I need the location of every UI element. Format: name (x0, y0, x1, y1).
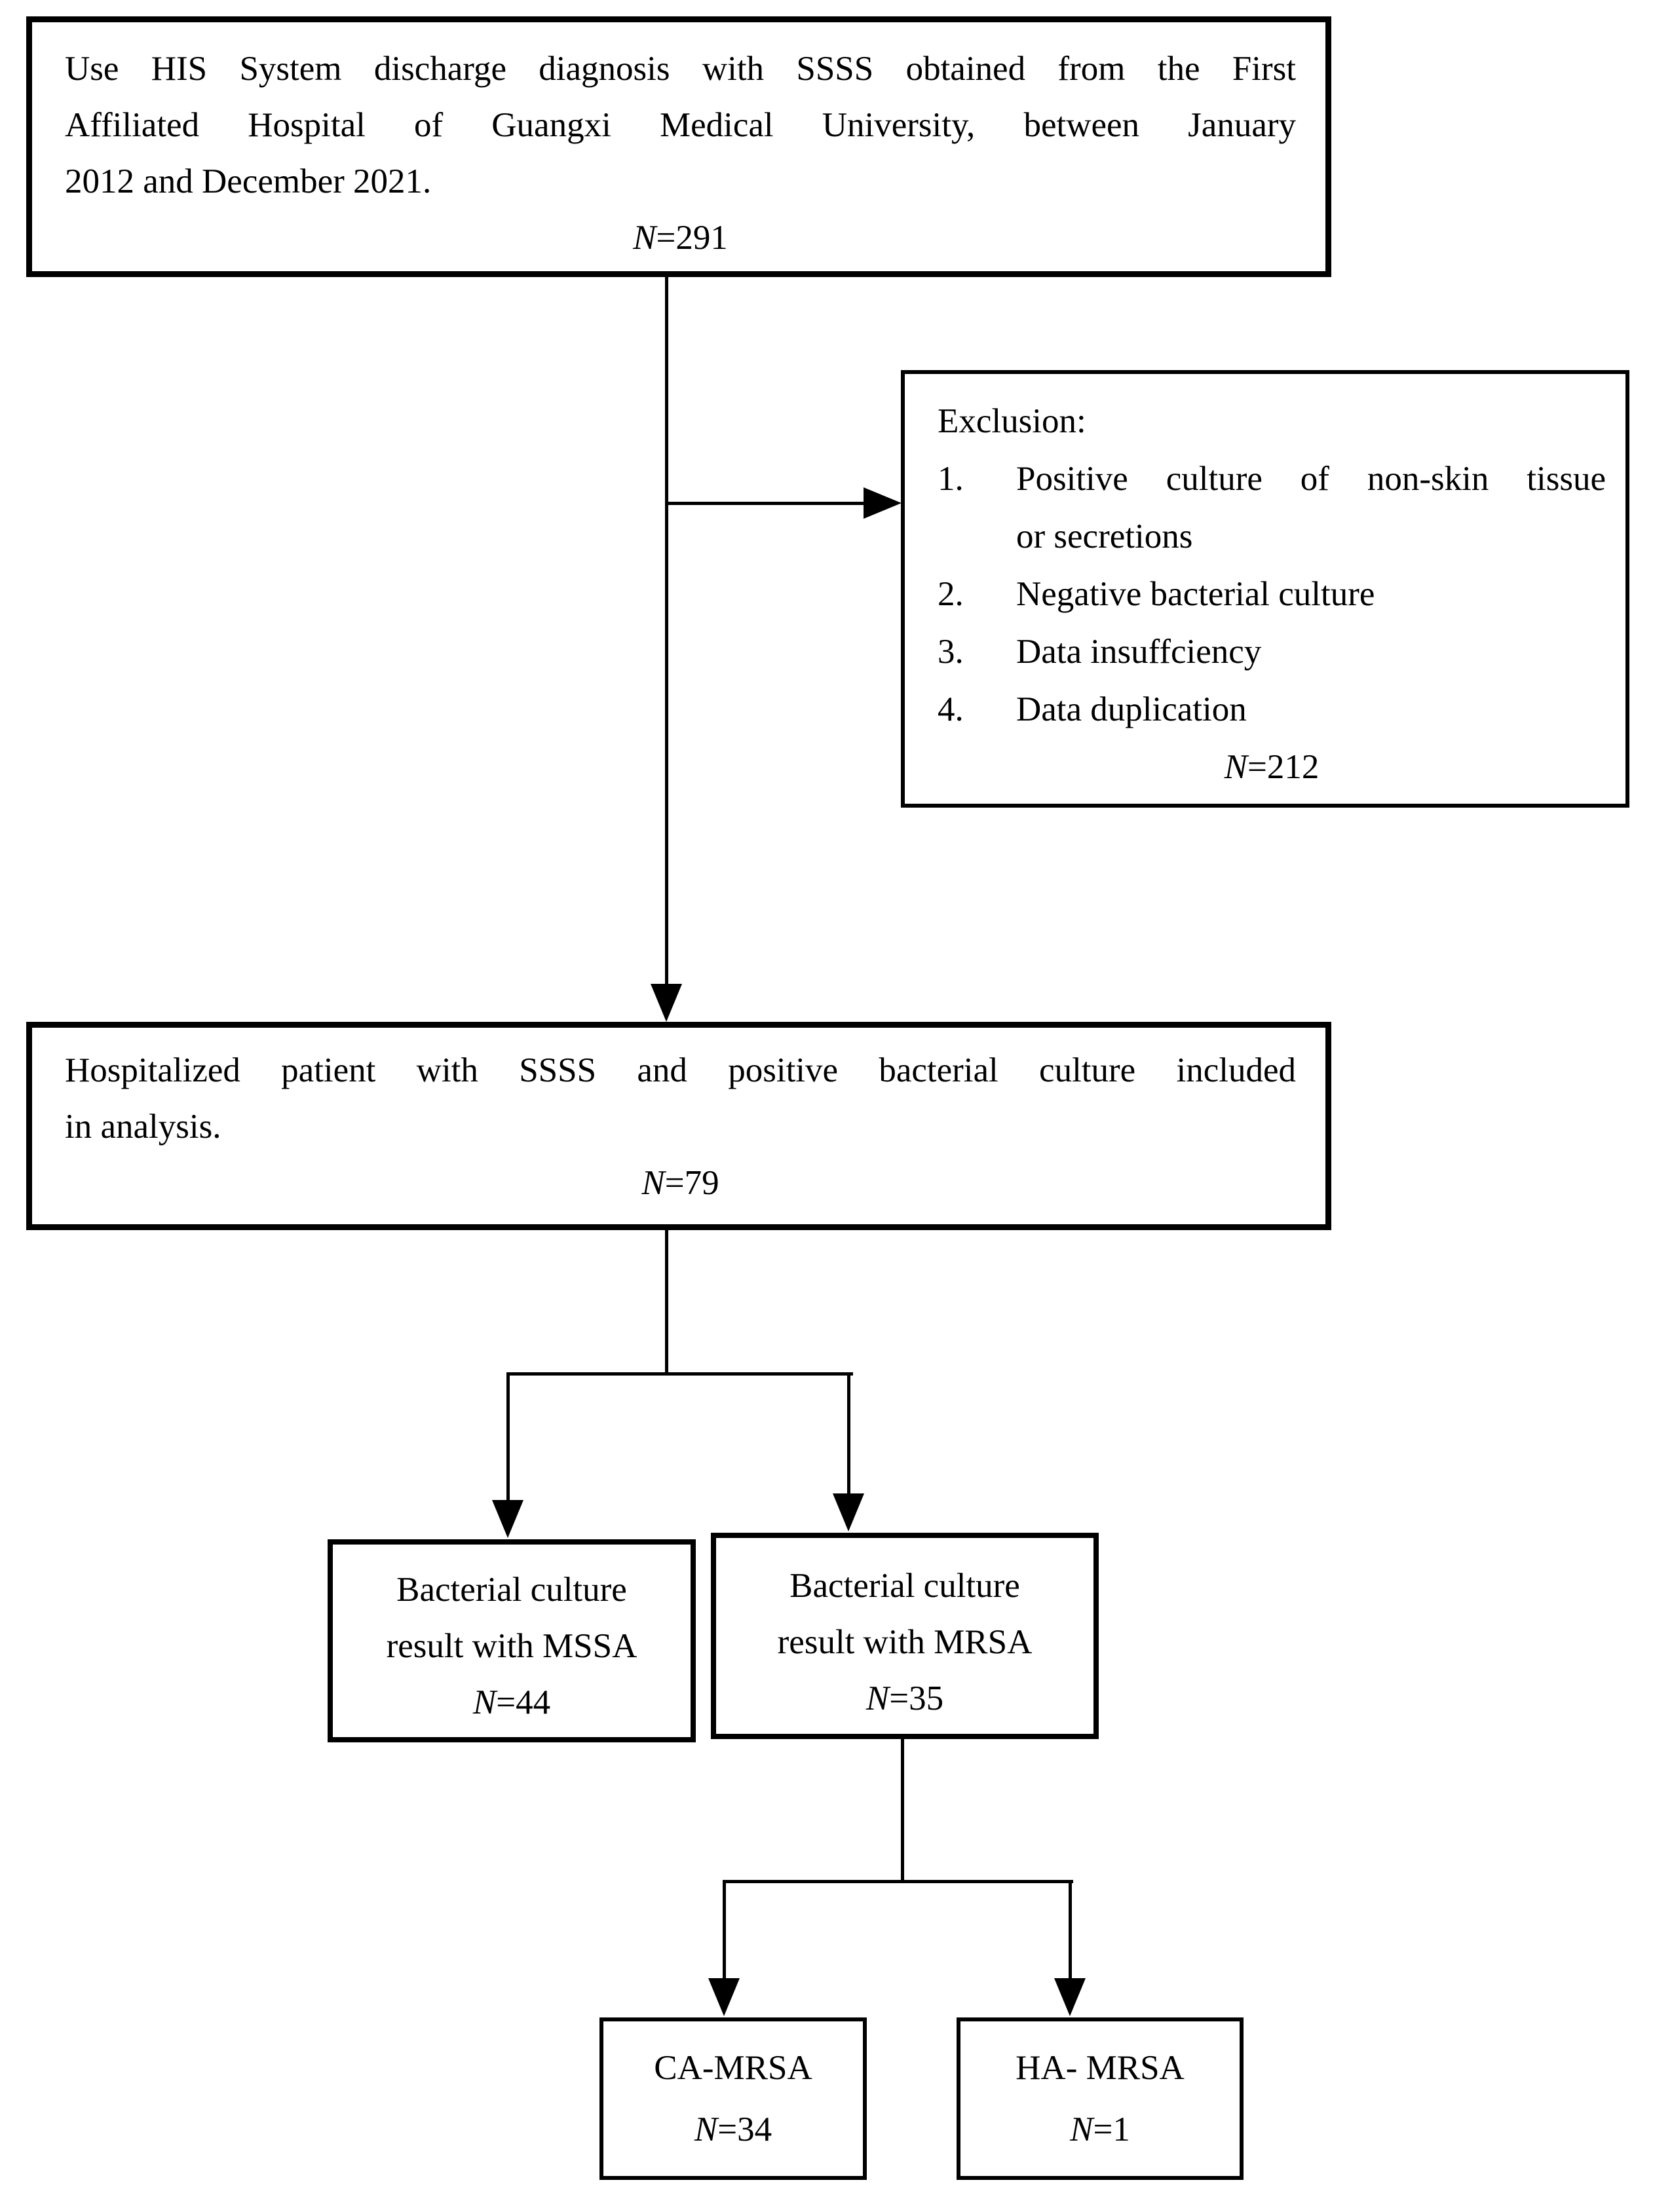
arrow-down-mrsa-icon (833, 1493, 864, 1531)
exclusion-item-1: 1. Positive culture of non-skin tissue o… (938, 460, 1606, 555)
exclusion-item-2: 2. Negative bacterial culture (938, 575, 1375, 613)
mssa-line-1: Bacterial culture (396, 1571, 627, 1609)
connector-to-ca-mrsa (723, 1880, 726, 1979)
ca-mrsa-n-count: N=34 (694, 2110, 772, 2148)
connector-source-to-included (665, 277, 668, 986)
source-line-2: Affiliated Hospital of Guangxi Medical U… (65, 106, 1296, 144)
exclusion-title: Exclusion: (938, 402, 1086, 440)
connector-split-ca-ha (723, 1880, 1073, 1883)
connector-branch-to-exclusion (666, 502, 865, 505)
mrsa-line-1: Bacterial culture (789, 1567, 1020, 1605)
arrow-down-included-icon (651, 984, 682, 1022)
included-analysis-box: Hospitalized patient with SSSS and posit… (26, 1022, 1331, 1230)
mrsa-line-2: result with MRSA (777, 1623, 1033, 1661)
connector-to-mssa (506, 1372, 510, 1501)
mrsa-n-count: N=35 (865, 1679, 944, 1717)
source-line-3: 2012 and December 2021. (65, 162, 432, 200)
ha-mrsa-n-count: N=1 (1070, 2110, 1130, 2148)
mssa-n-count: N=44 (472, 1683, 551, 1721)
exclusion-box: Exclusion: 1. Positive culture of non-sk… (901, 370, 1629, 808)
included-line-1: Hospitalized patient with SSSS and posit… (65, 1051, 1296, 1089)
exclusion-item-3: 3. Data insuffciency (938, 633, 1262, 671)
ca-mrsa-box: CA-MRSA N=34 (599, 2017, 867, 2180)
exclusion-n-count: N=212 (1224, 748, 1320, 786)
arrow-down-mssa-icon (492, 1500, 523, 1538)
mrsa-result-box: Bacterial culture result with MRSA N=35 (711, 1533, 1099, 1739)
connector-included-stem (665, 1230, 668, 1374)
mssa-result-box: Bacterial culture result with MSSA N=44 (328, 1539, 696, 1742)
arrow-down-ca-mrsa-icon (708, 1978, 740, 2016)
connector-mrsa-stem (901, 1739, 904, 1883)
ha-mrsa-label: HA- MRSA (1016, 2049, 1185, 2087)
connector-to-mrsa (847, 1372, 850, 1495)
included-line-2: in analysis. (65, 1108, 221, 1146)
source-n-count: N=291 (633, 219, 728, 257)
arrow-down-ha-mrsa-icon (1054, 1978, 1086, 2016)
ca-mrsa-label: CA-MRSA (654, 2049, 812, 2087)
mssa-line-2: result with MSSA (386, 1627, 637, 1665)
included-n-count: N=79 (641, 1164, 719, 1202)
connector-split-mssa-mrsa (508, 1372, 853, 1376)
source-population-box: Use HIS System discharge diagnosis with … (26, 16, 1331, 277)
arrow-right-exclusion-icon (864, 487, 902, 519)
ha-mrsa-box: HA- MRSA N=1 (957, 2017, 1244, 2180)
connector-to-ha-mrsa (1069, 1880, 1072, 1979)
source-line-1: Use HIS System discharge diagnosis with … (65, 50, 1296, 88)
exclusion-item-4: 4. Data duplication (938, 690, 1247, 728)
